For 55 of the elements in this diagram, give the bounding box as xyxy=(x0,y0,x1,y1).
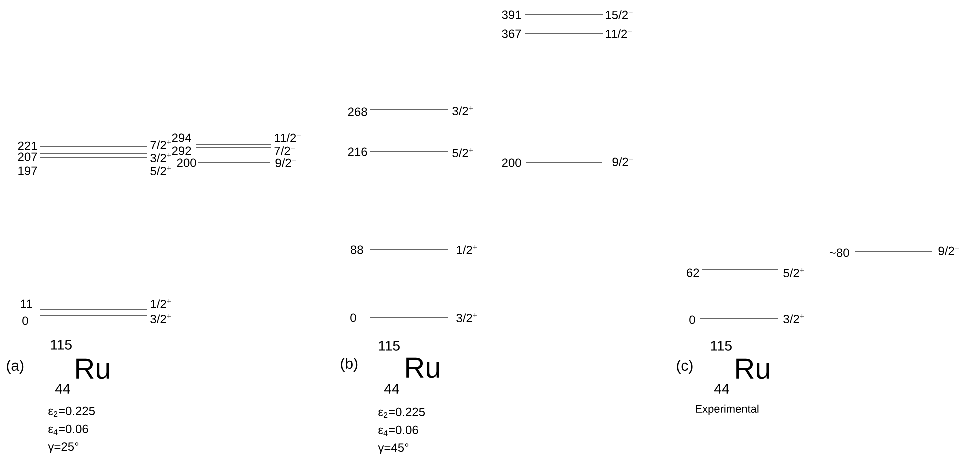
spin-label: 5/2$^{+}$ xyxy=(150,166,172,176)
atomic-number: 44 xyxy=(714,384,730,394)
energy-label: 88 xyxy=(350,246,364,254)
energy-label: 200 xyxy=(177,158,196,168)
atomic-number: 44 xyxy=(384,384,400,394)
spin-label: 7/2$^{+}$ xyxy=(150,140,172,150)
panel-label: (a) xyxy=(7,360,24,374)
element-symbol: Ru xyxy=(76,358,110,380)
spin-label: 3/2$^{+}$ xyxy=(456,313,478,323)
energy-label: 391 xyxy=(502,10,522,20)
energy-label: 0 xyxy=(22,316,28,326)
spin-label: 3/2$^{+}$ xyxy=(452,106,474,116)
energy-label: 11 xyxy=(21,300,32,308)
energy-label: 0 xyxy=(350,314,356,322)
element-symbol: Ru xyxy=(736,358,770,380)
panel-label: (b) xyxy=(341,358,358,372)
spin-label: 11/2$^{−}$ xyxy=(606,30,632,38)
spin-label: 9/2$^{−}$ xyxy=(938,246,960,256)
spin-label: 1/2$^{+}$ xyxy=(457,245,478,255)
energy-label: 200 xyxy=(502,158,522,168)
parameter-text: γ=25° xyxy=(48,442,79,454)
energy-label: 367 xyxy=(502,30,522,38)
spin-label: 3/2$^{+}$ xyxy=(150,153,172,163)
mass-number: 115 xyxy=(379,341,400,351)
panel-label: (c) xyxy=(677,360,693,374)
energy-label: ~80 xyxy=(830,248,850,258)
spin-label: 5/2$^{+}$ xyxy=(784,268,804,278)
energy-label: 292 xyxy=(172,146,192,156)
parameter-text: γ=45° xyxy=(378,444,409,454)
spin-label: 5/2$^{+}$ xyxy=(452,148,474,158)
element-symbol: Ru xyxy=(406,358,440,378)
parameter-text: ε$_{2}$=0.225 xyxy=(48,406,96,418)
spin-label: 11/2$^{−}$ xyxy=(275,134,301,142)
spin-label: 3/2$^{+}$ xyxy=(784,314,804,324)
mass-number: 115 xyxy=(711,341,732,351)
energy-label: 268 xyxy=(348,108,368,116)
atomic-number: 44 xyxy=(56,384,70,394)
energy-label: 0 xyxy=(690,316,696,324)
spin-label: 9/2$^{−}$ xyxy=(276,158,296,168)
energy-label: 207 xyxy=(18,152,38,162)
energy-label: 197 xyxy=(18,166,38,176)
energy-label: 294 xyxy=(172,134,192,142)
energy-label: 216 xyxy=(348,148,368,156)
spin-label: 1/2$^{+}$ xyxy=(151,299,172,309)
parameter-text: ε$_{2}$=0.225 xyxy=(378,408,426,418)
spin-label: 15/2$^{−}$ xyxy=(606,10,633,20)
energy-label: 221 xyxy=(18,142,38,150)
energy-label: 62 xyxy=(687,268,700,278)
parameter-text: ε$_{4}$=0.06 xyxy=(378,426,418,436)
spin-label: 9/2$^{−}$ xyxy=(612,158,634,166)
mass-number: 115 xyxy=(51,340,72,350)
spin-label: 7/2$^{−}$ xyxy=(274,146,296,156)
spin-label: 3/2$^{+}$ xyxy=(150,314,172,324)
caption: Experimental xyxy=(696,404,759,416)
parameter-text: ε$_{4}$=0.06 xyxy=(48,424,88,436)
